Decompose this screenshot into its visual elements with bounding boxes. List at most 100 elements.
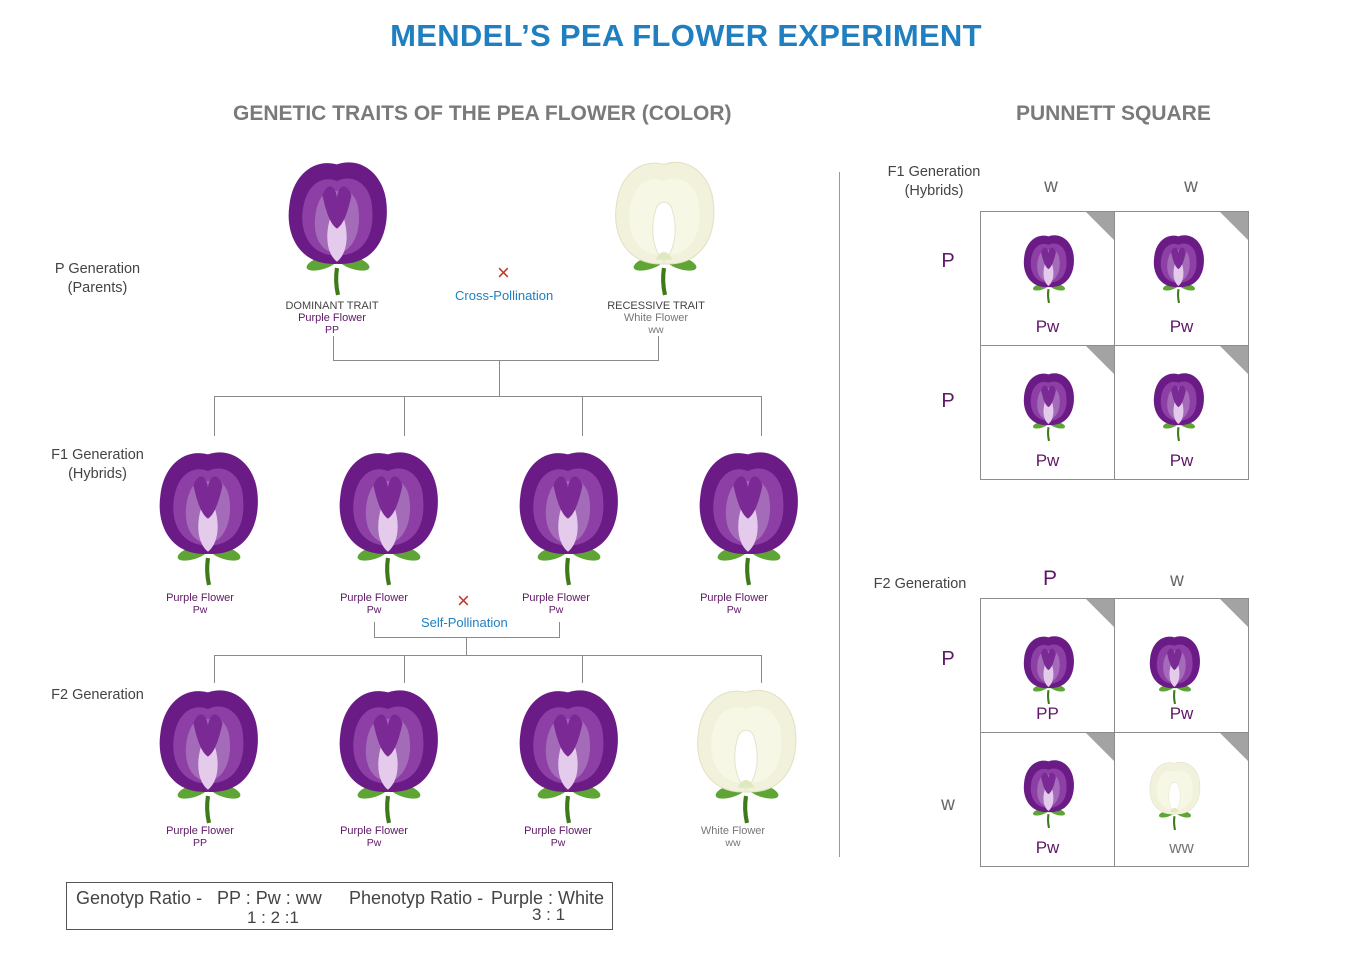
punnett-f1-label: F1 Generation (Hybrids) — [880, 163, 988, 201]
cell-purple-flower — [1152, 372, 1205, 442]
connector-line — [374, 637, 560, 638]
f1-name: Purple Flower — [166, 592, 234, 604]
f1-purple-flower — [319, 442, 459, 587]
f1-purple-flower — [499, 442, 639, 587]
f2-caption: Purple Flower PP — [120, 825, 280, 849]
connector-line — [559, 622, 560, 638]
f1-genotype: Pw — [726, 604, 742, 616]
punnett-f2-col-allele: w — [1170, 570, 1184, 591]
f1-name: Purple Flower — [340, 592, 408, 604]
punnett-f2-row-allele: w — [941, 794, 955, 815]
ratio-box: Genotyp Ratio - PP : Pw : ww 1 : 2 :1 Ph… — [66, 882, 613, 930]
cell-genotype: Pw — [1169, 317, 1194, 336]
connector-line — [214, 655, 762, 656]
f2-name: Purple Flower — [340, 825, 408, 837]
f2-caption: Purple Flower Pw — [478, 825, 638, 849]
f2-name: Purple Flower — [524, 825, 592, 837]
connector-line — [499, 360, 500, 396]
punnett-f1-col-allele: w — [1184, 176, 1198, 197]
f2-name: White Flower — [700, 825, 766, 837]
f1-name: Purple Flower — [700, 592, 768, 604]
connector-line — [374, 622, 375, 638]
connector-line — [404, 396, 405, 436]
connector-line — [333, 360, 659, 361]
connector-line — [761, 396, 762, 436]
cell-genotype: PP — [1036, 704, 1059, 723]
punnett-f2-row-allele: P — [941, 648, 955, 670]
f1-genotype: Pw — [366, 604, 382, 616]
cell-purple-flower — [1022, 372, 1075, 442]
genotype-ratio-values: 1 : 2 :1 — [247, 908, 299, 927]
phenotype-ratio-label: Phenotyp Ratio - — [349, 888, 484, 908]
connector-line — [761, 655, 762, 683]
punnett-f1-title: F1 Generation — [887, 164, 981, 180]
section-divider — [839, 172, 840, 857]
f1-generation-label: F1 Generation (Hybrids) — [40, 446, 155, 484]
cell-genotype: Pw — [1169, 704, 1194, 723]
recessive-name: White Flower — [623, 312, 689, 324]
left-heading: GENETIC TRAITS OF THE PEA FLOWER (COLOR) — [233, 102, 732, 125]
connector-line — [214, 655, 215, 683]
punnett-f1-cell: Pw — [1114, 345, 1249, 480]
connector-line — [582, 396, 583, 436]
genotype-ratio-label: Genotyp Ratio - — [76, 888, 203, 908]
connector-line — [214, 396, 762, 397]
recessive-genotype: ww — [648, 324, 664, 336]
f2-white-flower — [677, 680, 817, 825]
f1-purple-flower — [139, 442, 279, 587]
f1-caption: Purple Flower Pw — [294, 592, 454, 616]
f1-generation-subtitle: (Hybrids) — [68, 466, 127, 482]
cell-purple-flower — [1148, 635, 1201, 705]
f1-genotype: Pw — [192, 604, 208, 616]
punnett-f2-cell: Pw — [1114, 598, 1249, 733]
dominant-caption: DOMINANT TRAIT Purple Flower PP — [252, 300, 412, 336]
self-cross-icon: × — [457, 588, 470, 613]
punnett-f1-cell: Pw — [980, 345, 1115, 480]
cell-white-flower — [1148, 761, 1201, 831]
f2-generation-title: F2 Generation — [51, 687, 144, 703]
cell-corner-marker — [1086, 212, 1114, 240]
f1-generation-title: F1 Generation — [51, 447, 144, 463]
punnett-f2-col-allele: P — [1042, 567, 1057, 590]
cell-genotype: ww — [1169, 838, 1194, 857]
f2-genotype: PP — [192, 837, 207, 849]
connector-line — [333, 336, 334, 361]
connector-line — [404, 655, 405, 683]
cell-purple-flower — [1022, 234, 1075, 304]
punnett-f2-cell: ww — [1114, 732, 1249, 867]
punnett-f1-row-allele: P — [941, 250, 955, 272]
punnett-f1-row-allele: P — [941, 390, 955, 412]
dominant-purple-flower — [268, 152, 408, 297]
dominant-trait-label: DOMINANT TRAIT — [285, 300, 379, 312]
cell-genotype: Pw — [1035, 317, 1060, 336]
f1-caption: Purple Flower Pw — [654, 592, 814, 616]
p-generation-title: P Generation — [54, 261, 141, 277]
connector-line — [582, 655, 583, 683]
dominant-genotype: PP — [324, 324, 339, 336]
self-pollination-label: Self-Pollination — [421, 615, 508, 630]
phenotype-ratio-values: 3 : 1 — [532, 905, 566, 924]
cell-corner-marker — [1086, 599, 1114, 627]
cross-icon: × — [497, 260, 510, 285]
f1-genotype: Pw — [548, 604, 564, 616]
punnett-f2-cell: PP — [980, 598, 1115, 733]
f2-purple-flower — [319, 680, 459, 825]
f1-purple-flower — [679, 442, 819, 587]
punnett-f2-cell: Pw — [980, 732, 1115, 867]
f2-caption: White Flower ww — [653, 825, 813, 849]
f2-genotype: ww — [725, 837, 741, 849]
f2-purple-flower — [499, 680, 639, 825]
f2-name: Purple Flower — [166, 825, 234, 837]
cell-corner-marker — [1220, 599, 1248, 627]
punnett-f1-cell: Pw — [1114, 211, 1249, 346]
f2-caption: Purple Flower Pw — [294, 825, 454, 849]
f2-genotype: Pw — [366, 837, 382, 849]
right-heading: PUNNETT SQUARE — [1016, 102, 1211, 125]
recessive-trait-label: RECESSIVE TRAIT — [607, 300, 705, 312]
connector-line — [658, 336, 659, 361]
connector-line — [214, 396, 215, 436]
genotype-ratio-expression: PP : Pw : ww — [217, 888, 322, 908]
punnett-f1-cell: Pw — [980, 211, 1115, 346]
page-title: MENDEL’S PEA FLOWER EXPERIMENT — [390, 18, 982, 53]
connector-line — [466, 637, 467, 656]
